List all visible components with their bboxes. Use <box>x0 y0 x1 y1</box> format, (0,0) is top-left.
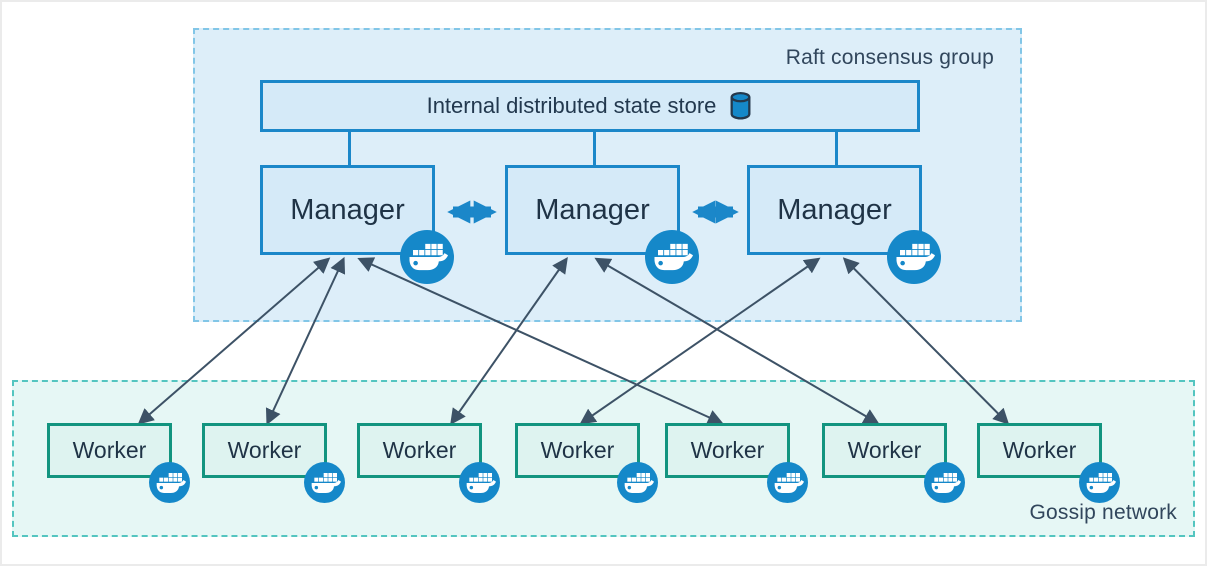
docker-whale-icon <box>924 462 965 503</box>
worker-box-5: Worker <box>665 423 808 503</box>
database-cylinder-icon <box>728 91 753 121</box>
worker-label: Worker <box>540 437 615 463</box>
worker-label: Worker <box>227 437 302 463</box>
manager-label: Manager <box>777 193 892 226</box>
docker-whale-icon <box>1079 462 1120 503</box>
worker-label: Worker <box>690 437 765 463</box>
docker-whale-icon <box>617 462 658 503</box>
worker-box-4: Worker <box>515 423 658 503</box>
worker-label: Worker <box>1002 437 1077 463</box>
docker-whale-icon <box>400 230 454 284</box>
worker-label: Worker <box>72 437 147 463</box>
worker-box-7: Worker <box>977 423 1120 503</box>
manager-box-1: Manager <box>260 165 454 284</box>
docker-whale-icon <box>887 230 941 284</box>
worker-box-1: Worker <box>47 423 190 503</box>
manager-label: Manager <box>290 193 405 226</box>
state-store-box: Internal distributed state store <box>260 80 920 132</box>
docker-whale-icon <box>767 462 808 503</box>
manager-box-3: Manager <box>747 165 941 284</box>
docker-whale-icon <box>149 462 190 503</box>
worker-box-2: Worker <box>202 423 345 503</box>
manager-box-2: Manager <box>505 165 699 284</box>
docker-whale-icon <box>459 462 500 503</box>
docker-whale-icon <box>304 462 345 503</box>
gossip-network-label: Gossip network <box>1029 501 1177 524</box>
state-store-label: Internal distributed state store <box>426 93 717 118</box>
worker-box-6: Worker <box>822 423 965 503</box>
worker-label: Worker <box>382 437 457 463</box>
manager-label: Manager <box>535 193 650 226</box>
raft-group-label: Raft consensus group <box>785 46 994 69</box>
docker-whale-icon <box>645 230 699 284</box>
worker-box-3: Worker <box>357 423 500 503</box>
worker-label: Worker <box>847 437 922 463</box>
